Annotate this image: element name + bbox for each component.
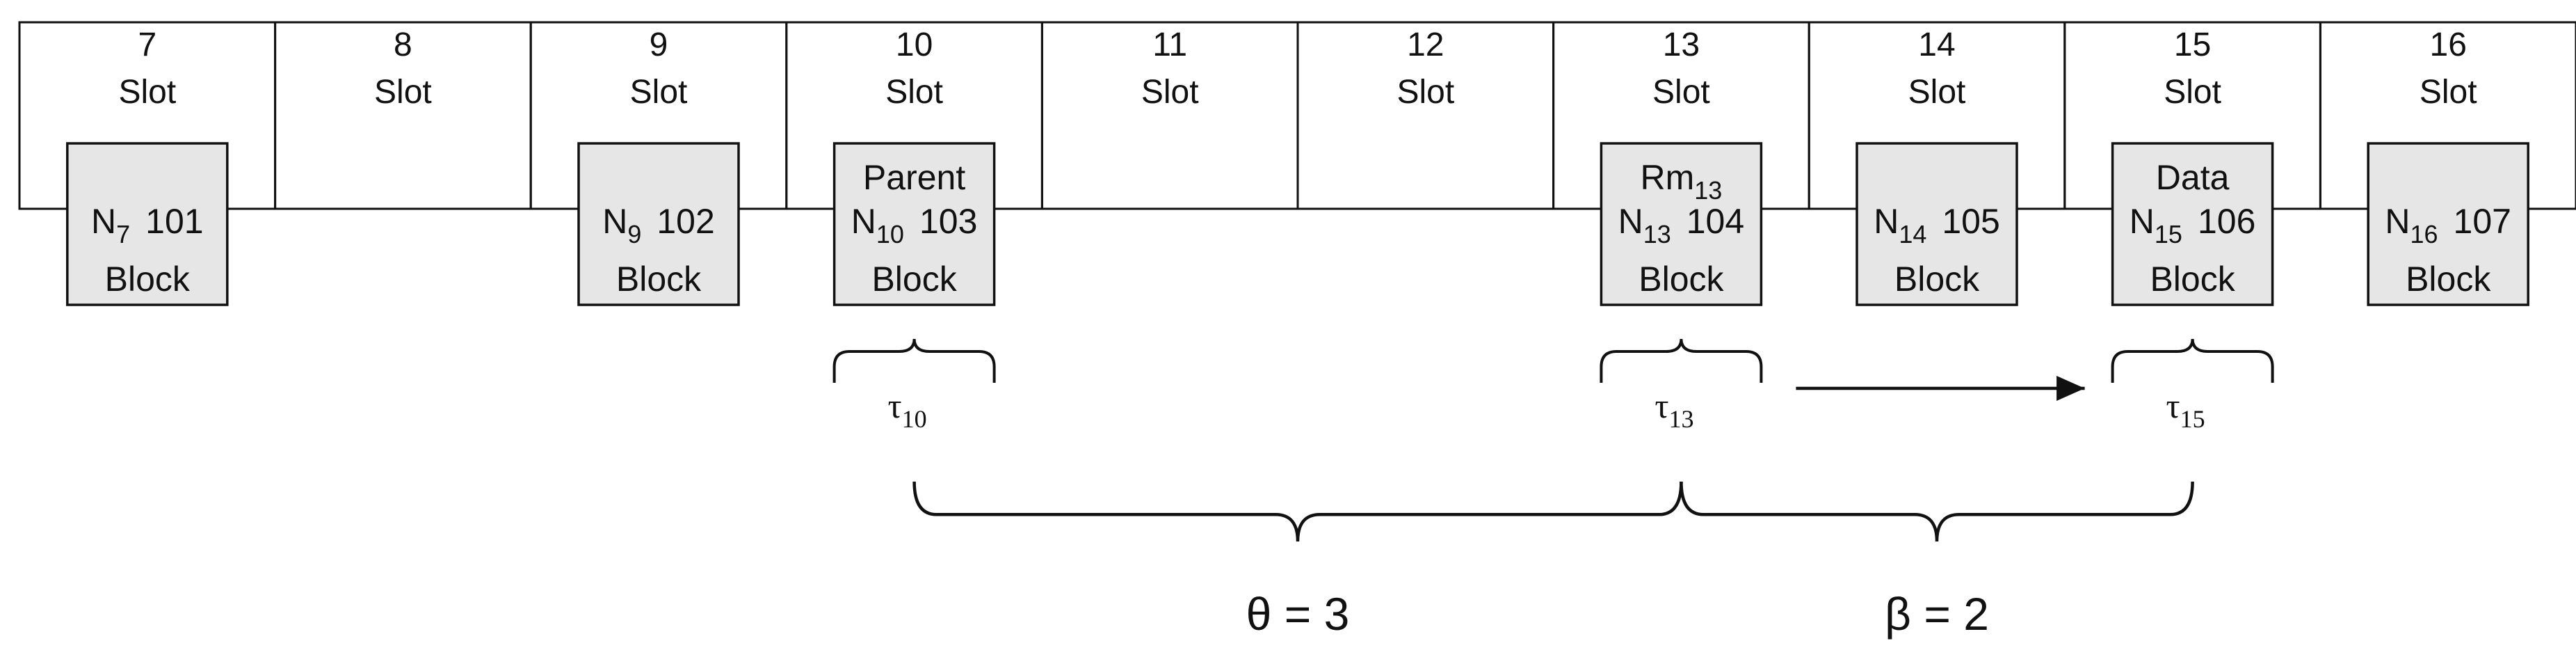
block-node-subscript: 7 [116, 220, 130, 248]
span-brace [912, 481, 1683, 542]
tau-label-main: τ [2166, 386, 2180, 425]
block-node: N [1874, 202, 1899, 241]
block-node-line: N14 105 [1874, 202, 2000, 248]
block-node-subscript: 15 [2155, 220, 2182, 248]
span-brace [1680, 481, 2194, 542]
slot-label: Slot [1652, 74, 1710, 111]
slot-row: 7Slot8Slot9Slot10Slot11Slot12Slot13Slot1… [18, 21, 2576, 210]
block-box [2367, 142, 2529, 306]
block-node-line: N7 101 [91, 202, 204, 248]
block-node: N [851, 202, 876, 241]
block-node-subscript: 16 [2410, 220, 2438, 248]
span-label: θ = 3 [1246, 588, 1350, 640]
tau-label: τ13 [1655, 386, 1693, 433]
tau-label: τ15 [2166, 386, 2205, 433]
block-top-label-main: Parent [863, 158, 965, 197]
block-bottom-label: Block [2406, 260, 2491, 299]
block-top-label-subscript: 13 [1694, 176, 1722, 205]
block-top-label-main: Rm [1640, 158, 1694, 197]
slot-label: Slot [1396, 74, 1454, 111]
block-node-line: N10 103 [851, 202, 978, 248]
block-box [832, 142, 996, 306]
slot-number: 13 [1663, 26, 1700, 63]
slot-label: Slot [1141, 74, 1199, 111]
slot-number: 16 [2430, 26, 2467, 63]
block-box [577, 142, 740, 306]
slot-number: 7 [138, 26, 156, 63]
block-box [1600, 142, 1763, 306]
slot-label: Slot [118, 74, 176, 111]
block-node-line: N16 107 [2385, 202, 2511, 248]
tau-label-main: τ [1655, 386, 1668, 425]
block-top-label-main: Data [2156, 158, 2230, 197]
slot-label: Slot [374, 74, 432, 111]
block-height: 104 [1687, 202, 1744, 241]
block-box [66, 142, 229, 306]
block-node: N [2385, 202, 2410, 241]
tau-brace [1600, 338, 1763, 383]
block-height: 106 [2198, 202, 2255, 241]
tau-label: τ10 [888, 386, 927, 433]
slot-label: Slot [2420, 74, 2477, 111]
slot-number: 10 [896, 26, 933, 63]
block-height: 107 [2454, 202, 2511, 241]
block-top-label: Parent [863, 158, 965, 197]
slot-number: 11 [1152, 26, 1187, 63]
block-bottom-label: Block [1894, 260, 1980, 299]
tau-brace [832, 338, 996, 383]
slot-label: Slot [2164, 74, 2221, 111]
slot-number: 9 [650, 26, 668, 63]
block-top-label: Rm13 [1640, 158, 1722, 205]
block-top-label: Data [2156, 158, 2230, 197]
slot-label: Slot [885, 74, 943, 111]
slot-label: Slot [630, 74, 688, 111]
block-node-subscript: 10 [876, 220, 904, 248]
block-box [2111, 142, 2274, 306]
block-node-subscript: 13 [1643, 220, 1671, 248]
tau-brace [2111, 338, 2274, 383]
block-bottom-label: Block [616, 260, 702, 299]
block-box [1855, 142, 2018, 306]
slot-label: Slot [1908, 74, 1966, 111]
block-height: 105 [1942, 202, 1999, 241]
tau-label-subscript: 10 [902, 405, 927, 433]
block-bottom-label: Block [1639, 260, 1724, 299]
block-node-line: N9 102 [602, 202, 715, 248]
block-node-line: N15 106 [2130, 202, 2256, 248]
slot-number: 14 [1918, 26, 1955, 63]
block-node-subscript: 9 [627, 220, 641, 248]
slot-number: 8 [394, 26, 412, 63]
tau-label-main: τ [888, 386, 902, 425]
block-node: N [1618, 202, 1643, 241]
block-height: 103 [919, 202, 977, 241]
block-node: N [2130, 202, 2155, 241]
block-node-subscript: 14 [1899, 220, 1926, 248]
tau-label-subscript: 15 [2180, 405, 2205, 433]
slot-number: 15 [2174, 26, 2211, 63]
block-height: 102 [657, 202, 714, 241]
tau-label-subscript: 13 [1668, 405, 1693, 433]
block-node: N [91, 202, 116, 241]
span-group: θ = 3 β = 2 [912, 481, 2194, 640]
block-node-line: N13 104 [1618, 202, 1745, 248]
block-bottom-label: Block [105, 260, 191, 299]
block-node: N [602, 202, 627, 241]
slot-number: 12 [1407, 26, 1444, 63]
block-height: 101 [145, 202, 203, 241]
block-bottom-label: Block [2150, 260, 2235, 299]
span-label: β = 2 [1885, 588, 1989, 640]
block-bottom-label: Block [871, 260, 957, 299]
